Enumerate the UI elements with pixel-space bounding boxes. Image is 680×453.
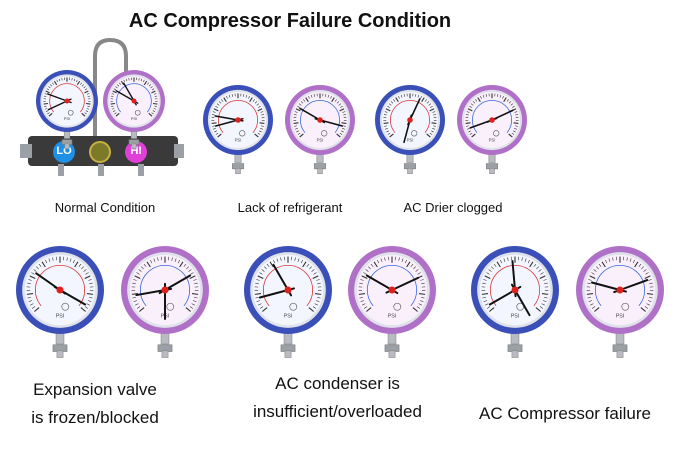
label-line-2: insufficient/overloaded	[253, 402, 422, 421]
center-valve-icon	[89, 141, 111, 163]
gauge-high-lack-refrigerant: PSI	[281, 81, 359, 178]
condition-label-lack-refrigerant: Lack of refrigerant	[237, 200, 343, 215]
gauge-low-condenser: PSI	[240, 242, 336, 362]
label-line-1: AC condenser is	[275, 374, 400, 393]
gauge-high-condenser: PSI	[344, 242, 440, 362]
lo-badge	[53, 141, 75, 163]
condition-label-condenser: AC condenser is insufficient/overloaded	[225, 370, 450, 426]
gauge-low-compressor-failure: PSI	[467, 242, 563, 362]
gauge-low-lack-refrigerant: PSI	[199, 81, 277, 178]
condition-label-normal: Normal Condition	[54, 200, 156, 215]
gauge-low-normal: PSI	[32, 66, 102, 153]
hi-badge	[125, 141, 147, 163]
svg-text:PSI: PSI	[489, 138, 496, 143]
label-line-1: Expansion valve	[33, 380, 157, 399]
svg-text:PSI: PSI	[317, 138, 324, 143]
page-title: AC Compressor Failure Condition	[128, 10, 452, 32]
svg-text:PSI: PSI	[388, 313, 397, 319]
gauge-high-compressor-failure: PSI	[572, 242, 668, 362]
condition-label-drier-clogged: AC Drier clogged	[403, 200, 503, 215]
gauge-high-normal: PSI	[99, 66, 169, 153]
svg-text:PSI: PSI	[131, 116, 137, 121]
svg-text:PSI: PSI	[235, 138, 242, 143]
gauge-low-expansion-valve: PSI	[12, 242, 108, 362]
gauge-low-drier-clogged: PSI	[371, 81, 449, 178]
condition-label-compressor-failure: AC Compressor failure	[479, 404, 651, 423]
gauge-high-expansion-valve: PSI	[117, 242, 213, 362]
gauge-high-drier-clogged: PSI	[453, 81, 531, 178]
svg-text:PSI: PSI	[407, 138, 414, 143]
svg-text:PSI: PSI	[616, 313, 625, 319]
manifold-gauge-set: LO HI	[20, 36, 185, 186]
svg-text:PSI: PSI	[284, 313, 293, 319]
label-line-2: is frozen/blocked	[31, 408, 159, 427]
svg-text:PSI: PSI	[511, 313, 520, 319]
svg-text:PSI: PSI	[64, 116, 70, 121]
condition-label-expansion-valve: Expansion valve is frozen/blocked	[0, 376, 190, 432]
svg-text:PSI: PSI	[56, 313, 65, 319]
hi-label: HI	[130, 145, 142, 157]
